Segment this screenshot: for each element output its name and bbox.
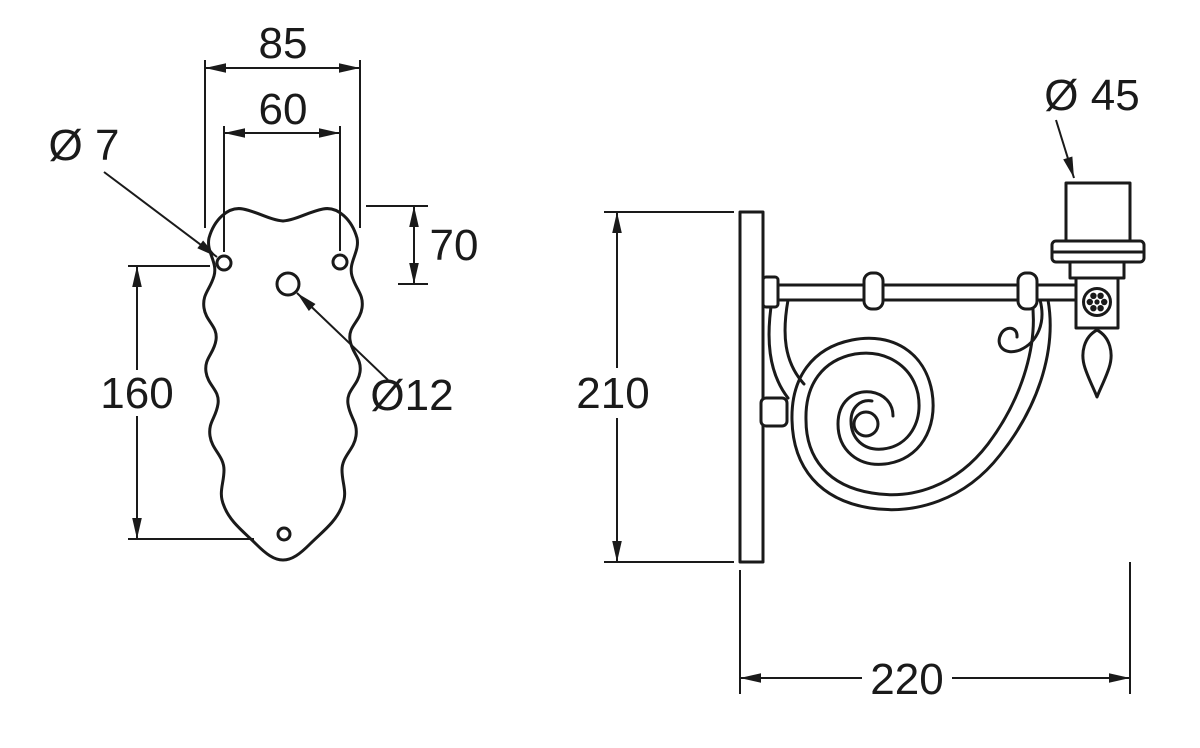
dim-projection: 220 bbox=[739, 562, 1131, 704]
scroll-support-curve bbox=[767, 298, 790, 400]
leader-line bbox=[103, 171, 218, 258]
arm-collar-left bbox=[862, 271, 885, 311]
dim-label-plate-width: 85 bbox=[259, 19, 308, 68]
scroll-volute-outer bbox=[790, 298, 1052, 512]
scroll-support-curve bbox=[783, 298, 806, 386]
leader-line bbox=[1055, 119, 1075, 179]
mounting-plate-outline bbox=[202, 207, 364, 562]
rosette-petal bbox=[1101, 298, 1108, 306]
dim-plate-height: 210 bbox=[576, 211, 734, 563]
plate-clamp bbox=[759, 396, 789, 428]
rosette-petal bbox=[1097, 305, 1104, 312]
teardrop-pendant bbox=[1081, 328, 1113, 399]
screw-hole-bottom bbox=[276, 526, 292, 542]
dim-label-socket-dia: Ø 45 bbox=[1044, 71, 1139, 120]
leader-line bbox=[296, 292, 389, 381]
rosette-ornament bbox=[1082, 287, 1112, 317]
dim-label-screw-hole-dia: Ø 7 bbox=[49, 121, 120, 170]
hook-ornament bbox=[997, 298, 1044, 354]
rosette-petal bbox=[1090, 305, 1097, 312]
dim-screw-hole-dia: Ø 7 bbox=[49, 121, 218, 258]
dim-label-hole-spacing: 60 bbox=[259, 85, 308, 134]
dim-label-hole-vertical-span: 160 bbox=[100, 369, 173, 418]
rosette-center-dot bbox=[1094, 299, 1100, 305]
arm-collar-wall bbox=[761, 275, 780, 309]
center-hole bbox=[275, 271, 301, 297]
scroll-volute-inner bbox=[804, 298, 1035, 497]
dim-top-to-center-hole: 70 bbox=[366, 205, 479, 285]
scroll-eye bbox=[852, 410, 880, 438]
rosette-petal bbox=[1086, 298, 1094, 306]
dim-label-center-hole-dia: Ø12 bbox=[370, 371, 453, 420]
dim-plate-width: 85 bbox=[204, 19, 361, 228]
front-view-mounting-plate: 85 60 Ø 7 70 160 bbox=[49, 19, 479, 562]
screw-hole-top-left bbox=[215, 254, 233, 272]
side-view-bracket: 210 Ø 45 220 bbox=[576, 71, 1146, 704]
arm-collar-right bbox=[1016, 271, 1039, 311]
dim-label-top-to-center-hole: 70 bbox=[430, 221, 479, 270]
rosette-petal bbox=[1090, 292, 1097, 299]
wall-plate-profile bbox=[738, 210, 765, 564]
dim-label-plate-height: 210 bbox=[576, 369, 649, 418]
dim-center-hole-dia: Ø12 bbox=[296, 292, 454, 420]
screw-hole-top-right bbox=[331, 253, 349, 271]
dim-label-projection: 220 bbox=[870, 655, 943, 704]
dim-hole-vertical-span: 160 bbox=[100, 265, 254, 540]
socket-neck bbox=[1068, 260, 1126, 280]
dim-hole-spacing: 60 bbox=[223, 85, 341, 252]
socket-cylinder bbox=[1064, 181, 1132, 243]
dim-socket-dia: Ø 45 bbox=[1044, 71, 1140, 179]
rosette-petal bbox=[1097, 292, 1104, 299]
